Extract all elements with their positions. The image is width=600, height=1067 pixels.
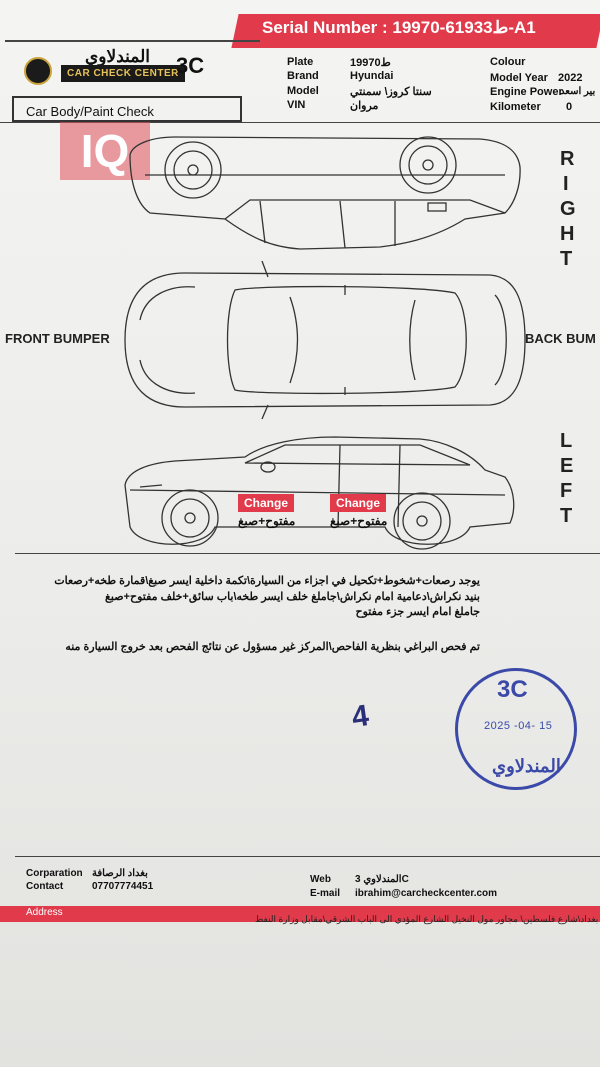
section-title-box	[12, 96, 242, 122]
stamp-logo: 3C	[497, 676, 528, 703]
email-label: E-mail	[310, 888, 341, 899]
change-badge: Change	[330, 494, 387, 512]
engine-power-value: بير اسعد	[560, 86, 596, 97]
company-stamp	[455, 668, 577, 790]
brand-label: Brand	[287, 70, 319, 82]
car-logo-icon	[24, 57, 52, 85]
web-value: المندلاوي 3C	[355, 874, 409, 885]
note-line: يوجد رصعات+شخوط+تكحيل في اجزاء من السيار…	[54, 575, 480, 587]
corporation-value: بغداد الرصافة	[92, 868, 148, 879]
side-letter: R	[560, 148, 575, 170]
side-letter: H	[560, 223, 575, 245]
car-right-side-view	[129, 136, 521, 250]
logo-arabic-name: المندلاوي	[85, 47, 150, 66]
footer-divider	[15, 856, 600, 857]
kilometer-value: 0	[566, 101, 573, 113]
side-letter: T	[560, 248, 573, 270]
back-bumper-label: BACK BUM	[525, 331, 596, 346]
side-letter: I	[563, 173, 569, 195]
engine-power-label: Engine Power	[490, 86, 563, 98]
wheel-icon	[399, 136, 457, 194]
corporation-label: Corparation	[26, 868, 83, 879]
stamp-date: 2025 -04- 15	[484, 720, 553, 732]
address-label: Address	[26, 907, 63, 918]
serial-number: Serial Number : ط61933-19970-A1	[262, 18, 536, 38]
serial-label: Serial Number :	[262, 18, 388, 37]
email-value: ibrahim@carcheckcenter.com	[355, 888, 498, 899]
side-letter: F	[560, 480, 573, 502]
model-value: سنتا كروز\ سمنتي	[350, 86, 432, 98]
diagram-divider	[15, 553, 600, 554]
brand-value: Hyundai	[350, 70, 394, 82]
wheel-icon	[393, 492, 451, 550]
contact-value: 07707774451	[92, 881, 154, 892]
model-label: Model	[287, 85, 319, 97]
side-letter: T	[560, 505, 573, 527]
vin-value: مروان	[350, 100, 379, 112]
note-line: بنيد نكراش\دعامية امام نكراش\جاملغ خلف ا…	[105, 591, 480, 603]
colour-label: Colour	[490, 56, 526, 68]
header-divider	[5, 40, 260, 42]
iq-watermark: IQ	[60, 122, 150, 180]
address-value: بغداد\شارع فلسطين\ مجاور مول النخيل الشا…	[255, 914, 599, 924]
wheel-icon	[164, 141, 222, 199]
change-badge: Change	[238, 494, 295, 512]
vin-label: VIN	[287, 99, 306, 111]
front-bumper-label: FRONT BUMPER	[5, 331, 110, 346]
logo-english-name: CAR CHECK CENTER	[61, 65, 185, 82]
car-left-side-view	[124, 436, 515, 545]
plate-label: Plate	[287, 56, 314, 68]
model-year-value: 2022	[558, 72, 583, 84]
section-title: Car Body/Paint Check	[26, 104, 154, 119]
address-band	[0, 906, 600, 922]
stamp-name: المندلاوي	[492, 756, 561, 776]
logo-3c-badge: 3C	[176, 53, 205, 78]
side-letter: L	[560, 430, 573, 452]
car-body-diagram	[124, 136, 526, 550]
kilometer-label: Kilometer	[490, 101, 541, 113]
damage-note: مفتوح+صبغ	[238, 514, 296, 528]
model-year-label: Model Year	[490, 72, 548, 84]
damage-note: مفتوح+صبغ	[330, 514, 388, 528]
section-divider	[0, 122, 600, 123]
wheel-icon	[161, 489, 219, 547]
plate-value: ط19970	[350, 57, 391, 69]
note-line: جاملغ امام ايسر جزء مفتوح	[355, 606, 480, 618]
side-letter: E	[560, 455, 574, 477]
side-letter: G	[560, 198, 576, 220]
serial-value: ط61933-19970-A1	[392, 18, 536, 37]
car-top-view	[124, 260, 526, 420]
contact-label: Contact	[26, 881, 64, 892]
disclaimer: تم فحص البراغي بنظرية الفاحص\المركز غير …	[65, 641, 480, 653]
web-label: Web	[310, 874, 331, 885]
